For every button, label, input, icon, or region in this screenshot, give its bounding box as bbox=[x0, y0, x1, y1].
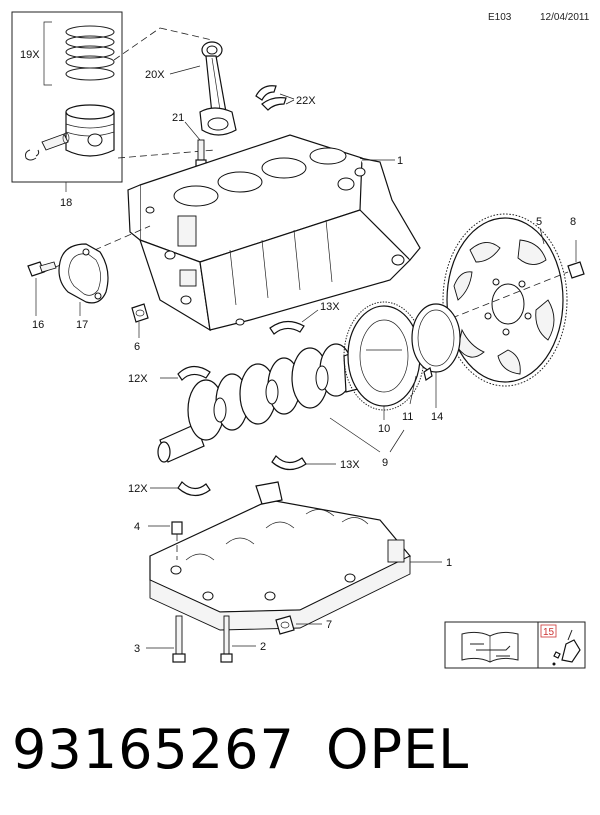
diagram-code: E103 bbox=[488, 12, 512, 23]
callout-10: 10 bbox=[378, 423, 390, 435]
cover-plate bbox=[58, 243, 109, 304]
piston bbox=[65, 104, 115, 157]
thrust-bearing-shells-lower bbox=[177, 481, 211, 497]
callout-18: 18 bbox=[60, 197, 72, 209]
bolt-3 bbox=[172, 615, 186, 663]
thrust-bearing-shells-upper bbox=[177, 365, 211, 381]
callout-20: 20X bbox=[145, 69, 165, 81]
oil-can-icon bbox=[552, 629, 581, 666]
plug-7 bbox=[275, 615, 295, 635]
callout-9: 9 bbox=[382, 457, 388, 469]
bolt-2 bbox=[220, 615, 233, 663]
diagram-date: 12/04/2011 bbox=[540, 12, 590, 23]
plug-8 bbox=[131, 303, 149, 323]
callout-13-lower: 13X bbox=[340, 459, 360, 471]
piston-inset bbox=[11, 11, 161, 183]
crankshaft bbox=[157, 343, 367, 463]
callout-16: 5 bbox=[536, 216, 542, 228]
callout-21: 21 bbox=[172, 112, 184, 124]
callout-5: 17 bbox=[76, 319, 88, 331]
callout-17: 8 bbox=[570, 216, 576, 228]
callout-22: 22X bbox=[296, 95, 316, 107]
callout-14: 14 bbox=[431, 411, 443, 423]
part-number: 93165267 bbox=[12, 718, 295, 781]
dowel-4 bbox=[171, 521, 183, 560]
callout-1-block: 1 bbox=[397, 155, 403, 167]
callout-1-bedplate: 1 bbox=[446, 557, 452, 569]
brand-name: OPEL bbox=[326, 718, 469, 781]
piston-pin bbox=[41, 132, 70, 151]
callout-3: 3 bbox=[134, 643, 140, 655]
lower-main-bearing-shells bbox=[271, 455, 307, 471]
callout-4: 4 bbox=[134, 521, 140, 533]
callout-8: 6 bbox=[134, 341, 140, 353]
callout-12-upper: 12X bbox=[128, 373, 148, 385]
callout-12-lower: 12X bbox=[128, 483, 148, 495]
connecting-rod bbox=[199, 41, 237, 136]
circlip bbox=[25, 149, 37, 161]
upper-main-bearing-shells bbox=[269, 320, 305, 335]
rear-main-seal bbox=[411, 303, 461, 373]
callout-13-upper: 13X bbox=[320, 301, 340, 313]
callout-2: 2 bbox=[260, 641, 266, 653]
bedplate bbox=[149, 481, 411, 631]
info-box-ref: 15 bbox=[543, 627, 555, 638]
callout-11: 11 bbox=[402, 411, 413, 423]
dowel-11 bbox=[423, 367, 433, 381]
bolt-6 bbox=[27, 261, 57, 277]
service-manual-icon bbox=[461, 631, 519, 663]
callout-7: 7 bbox=[326, 619, 332, 631]
piston-rings bbox=[65, 25, 115, 81]
rod-bolt bbox=[195, 139, 207, 167]
info-box: 15 bbox=[444, 621, 586, 669]
bolt-17 bbox=[567, 240, 585, 279]
rod-bearing-shells bbox=[255, 85, 287, 111]
flexplate bbox=[442, 213, 568, 387]
callout-19: 19X bbox=[20, 49, 40, 61]
engine-block bbox=[127, 134, 421, 332]
callout-6: 16 bbox=[32, 319, 44, 331]
